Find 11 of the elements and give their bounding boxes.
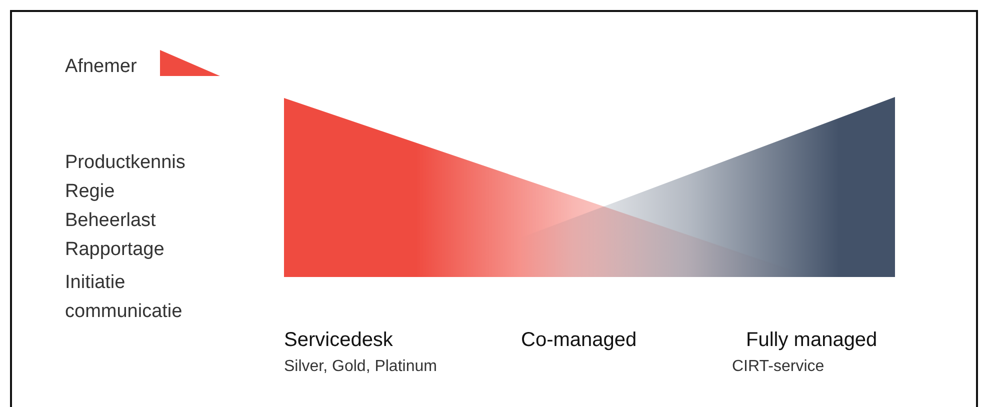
- tier-heading: Co-managed: [521, 329, 637, 352]
- tier-subtext: Silver, Gold, Platinum: [284, 358, 437, 376]
- list-item: Productkennis: [65, 152, 186, 174]
- tier-heading: Servicedesk: [284, 329, 393, 352]
- tier-heading: Fully managed: [746, 329, 878, 352]
- list-item: Rapportage: [65, 239, 164, 261]
- legend-label: Afnemer: [65, 56, 137, 78]
- list-item: Beheerlast: [65, 210, 156, 232]
- list-item: Regie: [65, 181, 115, 203]
- list-item: Initiatie communicatie: [65, 271, 184, 324]
- tier-subtext: CIRT-service: [732, 358, 824, 376]
